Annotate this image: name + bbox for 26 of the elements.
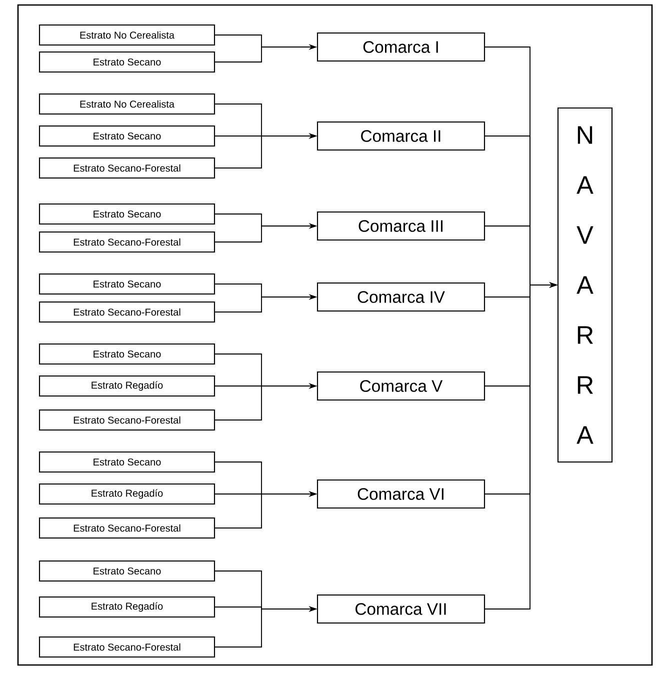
stratum-box: Estrato Secano-Forestal [38,517,216,539]
stratum-box: Estrato Secano [38,203,216,225]
stratum-box: Estrato Secano [38,125,216,147]
stratum-box: Estrato No Cerealista [38,24,216,46]
stratum-box: Estrato No Cerealista [38,93,216,115]
comarca-box: Comarca VII [316,594,486,624]
stratum-box: Estrato Secano-Forestal [38,636,216,658]
region-box: NAVARRA [557,107,613,463]
stratum-box: Estrato Regadío [38,375,216,397]
stratum-box: Estrato Secano-Forestal [38,409,216,431]
stratum-box: Estrato Secano [38,51,216,73]
comarca-box: Comarca II [316,121,486,151]
stratum-box: Estrato Secano-Forestal [38,231,216,253]
comarca-box: Comarca VI [316,479,486,509]
comarca-box: Comarca I [316,32,486,62]
stratum-box: Estrato Secano [38,560,216,582]
stratum-box: Estrato Secano [38,273,216,295]
stratum-box: Estrato Secano-Forestal [38,157,216,179]
comarca-box: Comarca III [316,211,486,241]
comarca-box: Comarca V [316,371,486,401]
stratum-box: Estrato Secano [38,343,216,365]
stratum-box: Estrato Regadío [38,483,216,505]
comarca-box: Comarca IV [316,282,486,312]
stratum-box: Estrato Secano-Forestal [38,301,216,323]
stratum-box: Estrato Secano [38,451,216,473]
stratum-box: Estrato Regadío [38,596,216,618]
